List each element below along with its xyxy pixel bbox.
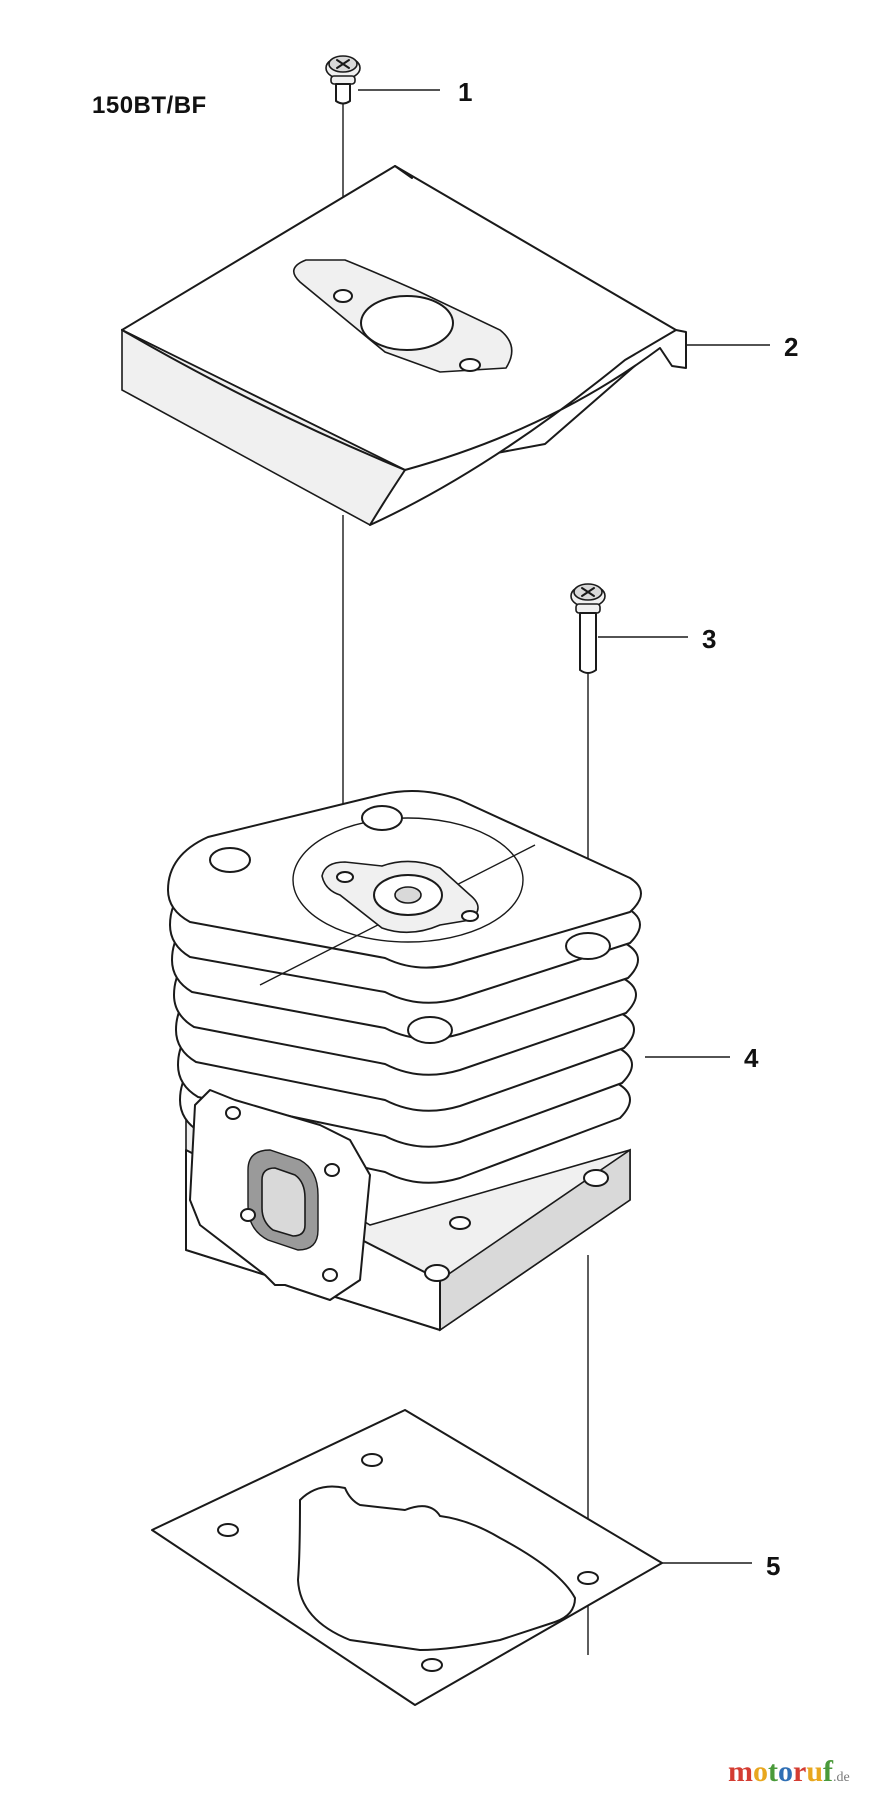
watermark-logo: motoruf.de (728, 1757, 850, 1787)
model-label: 150BT/BF (92, 92, 207, 119)
callout-5: 5 (766, 1551, 781, 1581)
heat-shield (121, 165, 687, 527)
cylinder-gasket (151, 1409, 663, 1706)
watermark-letter: o (778, 1755, 793, 1788)
watermark-letter: o (753, 1755, 768, 1788)
watermark-letter: f (823, 1755, 834, 1788)
callout-2: 2 (784, 332, 799, 362)
watermark-letter: r (793, 1755, 807, 1788)
cylinder (167, 790, 642, 1332)
watermark-letter: t (768, 1755, 778, 1788)
callout-3: 3 (702, 624, 717, 654)
screw-long (570, 583, 606, 674)
callout-leader-lines (358, 89, 770, 1564)
watermark-letter: m (728, 1755, 753, 1788)
callout-1: 1 (458, 77, 473, 107)
callout-4: 4 (744, 1043, 759, 1073)
screw-small (325, 55, 361, 105)
watermark-suffix: .de (833, 1770, 850, 1785)
watermark-letter: u (806, 1755, 824, 1788)
